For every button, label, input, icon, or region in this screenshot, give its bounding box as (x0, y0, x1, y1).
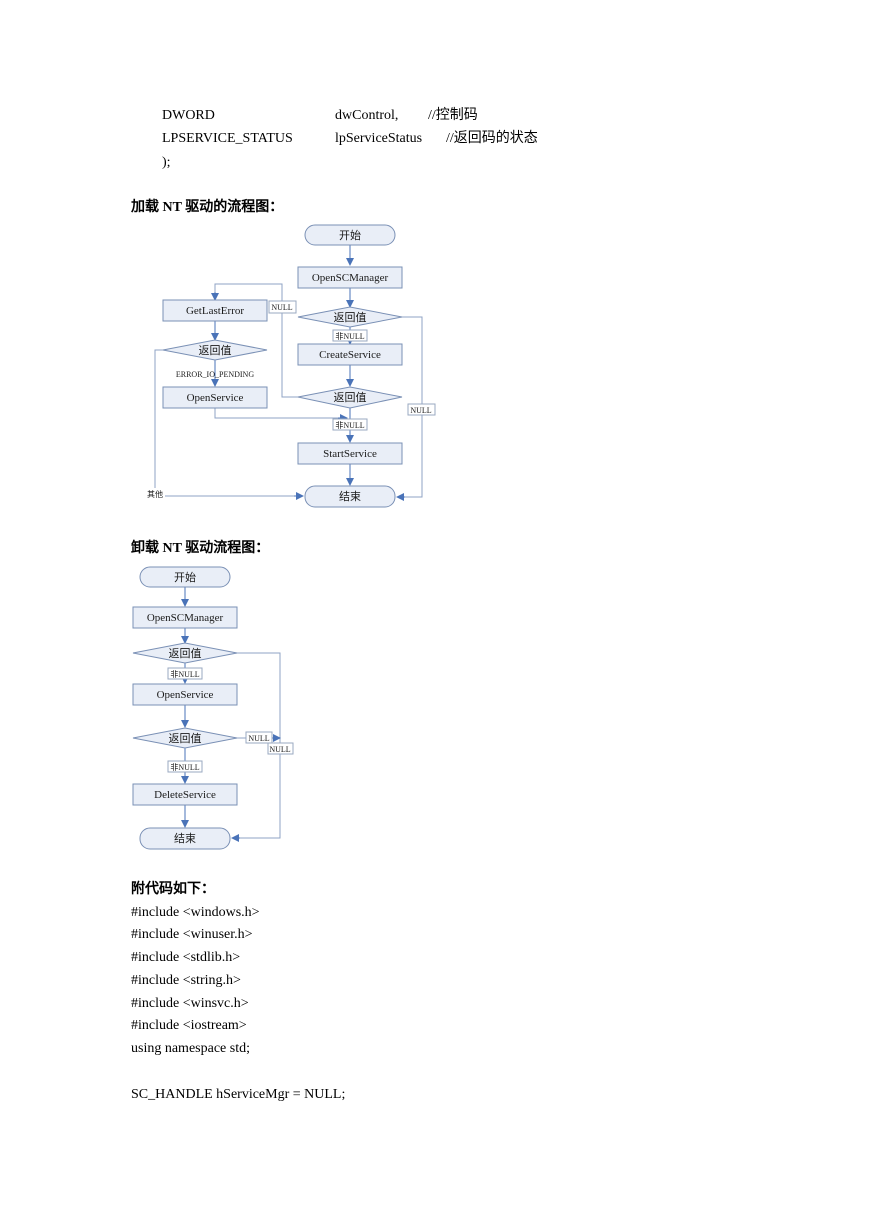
code-line: using namespace std; (131, 1041, 250, 1056)
label-box-nonnull-2 (332, 418, 368, 431)
line-ret2-null-to-getlasterror (214, 283, 298, 398)
load-ret2-label: 返回值 (334, 391, 367, 404)
load-ret2-diamond (297, 386, 403, 409)
unload-ret2-diamond (132, 727, 238, 749)
sig-param-1: dwControl, (335, 108, 399, 123)
load-flowchart (145, 224, 436, 508)
unload-ret1-label: 返回值 (169, 647, 202, 660)
load-null-top-text: NULL (271, 303, 292, 312)
code-line: #include <winsvc.h> (131, 996, 249, 1011)
unload-openservice-label: OpenService (157, 689, 214, 701)
load-create-node (297, 343, 403, 366)
sig-type-1: DWORD (162, 108, 215, 123)
load-start-node (304, 224, 396, 246)
unload-null-mid-text: NULL (248, 734, 269, 743)
load-start-label: 开始 (339, 228, 361, 242)
u-label-box-nonnull-2 (167, 760, 203, 773)
unload-openscm-label: OpenSCManager (147, 612, 224, 624)
sig-param-2: lpServiceStatus (335, 131, 423, 146)
load-create-label: CreateService (319, 349, 381, 361)
load-ret3-label: 返回值 (199, 344, 232, 357)
code-line: SC_HANDLE hServiceMgr = NULL; (131, 1087, 346, 1102)
unload-end-node (139, 827, 231, 850)
load-nonnull1-text: 非NULL (335, 331, 364, 341)
load-other-text: 其他 (147, 489, 163, 499)
unload-openservice-node (132, 683, 238, 706)
label-box-other (145, 488, 165, 499)
load-flowchart-heading: 加载 NT 驱动的流程图： (131, 200, 284, 215)
load-openscm-node (297, 266, 403, 289)
unload-end-label: 结束 (174, 832, 196, 845)
label-box-nonnull-1 (332, 329, 368, 342)
u-label-box-nonnull-1 (167, 667, 203, 680)
code-line: #include <winuser.h> (131, 927, 253, 942)
sig-type-2: LPSERVICE_STATUS (162, 131, 293, 146)
unload-ret1-diamond (132, 642, 238, 664)
unload-delete-node (132, 783, 238, 806)
code-line: #include <iostream> (131, 1018, 247, 1033)
u-label-box-null-right (267, 742, 294, 755)
load-error-io-pending-text: ERROR_IO_PENDING (176, 370, 254, 379)
load-flowchart-text: 开始 OpenSCManager 返回值 CreateService 返回值 S… (147, 228, 432, 503)
unload-delete-label: DeleteService (154, 789, 216, 801)
load-ret1-label: 返回值 (334, 311, 367, 324)
line-openservice-to-main (214, 408, 345, 419)
load-openservice-node (162, 386, 268, 409)
load-openscm-label: OpenSCManager (312, 272, 389, 284)
code-line: #include <stdlib.h> (131, 950, 241, 965)
load-openservice-label: OpenService (187, 392, 244, 404)
sig-comment-2: //返回码的状态 (446, 131, 538, 146)
sig-close: ); (162, 155, 171, 170)
unload-flowchart (132, 566, 294, 850)
load-end-label: 结束 (339, 490, 361, 503)
unload-start-node (139, 566, 231, 588)
load-nonnull2-text: 非NULL (335, 420, 364, 430)
label-box-null-right (407, 403, 436, 416)
code-heading: 附代码如下： (131, 882, 215, 897)
load-getlasterror-node (162, 299, 268, 322)
unload-nonnull1-text: 非NULL (170, 669, 199, 679)
code-line: #include <string.h> (131, 973, 241, 988)
unload-openscm-node (132, 606, 238, 629)
load-ret1-diamond (297, 306, 403, 328)
load-end-node (304, 485, 396, 508)
load-null-right-text: NULL (410, 406, 431, 415)
u-label-box-null-mid (245, 731, 273, 744)
line-ret3-other-to-end (154, 349, 300, 497)
code-line: #include <windows.h> (131, 905, 260, 920)
unload-flowchart-text: 开始 OpenSCManager 返回值 OpenService 返回值 Del… (147, 570, 291, 845)
load-ret3-diamond (162, 339, 268, 361)
label-box-null-top (268, 300, 297, 314)
unload-ret2-label: 返回值 (169, 732, 202, 745)
unload-nonnull2-text: 非NULL (170, 762, 199, 772)
unload-null-right-text: NULL (269, 745, 290, 754)
load-getlasterror-label: GetLastError (186, 305, 244, 317)
load-startservice-node (297, 442, 403, 465)
sig-comment-1: //控制码 (428, 108, 478, 123)
load-startservice-label: StartService (323, 448, 377, 460)
unload-start-label: 开始 (174, 570, 196, 584)
unload-flowchart-heading: 卸载 NT 驱动流程图： (131, 541, 270, 556)
